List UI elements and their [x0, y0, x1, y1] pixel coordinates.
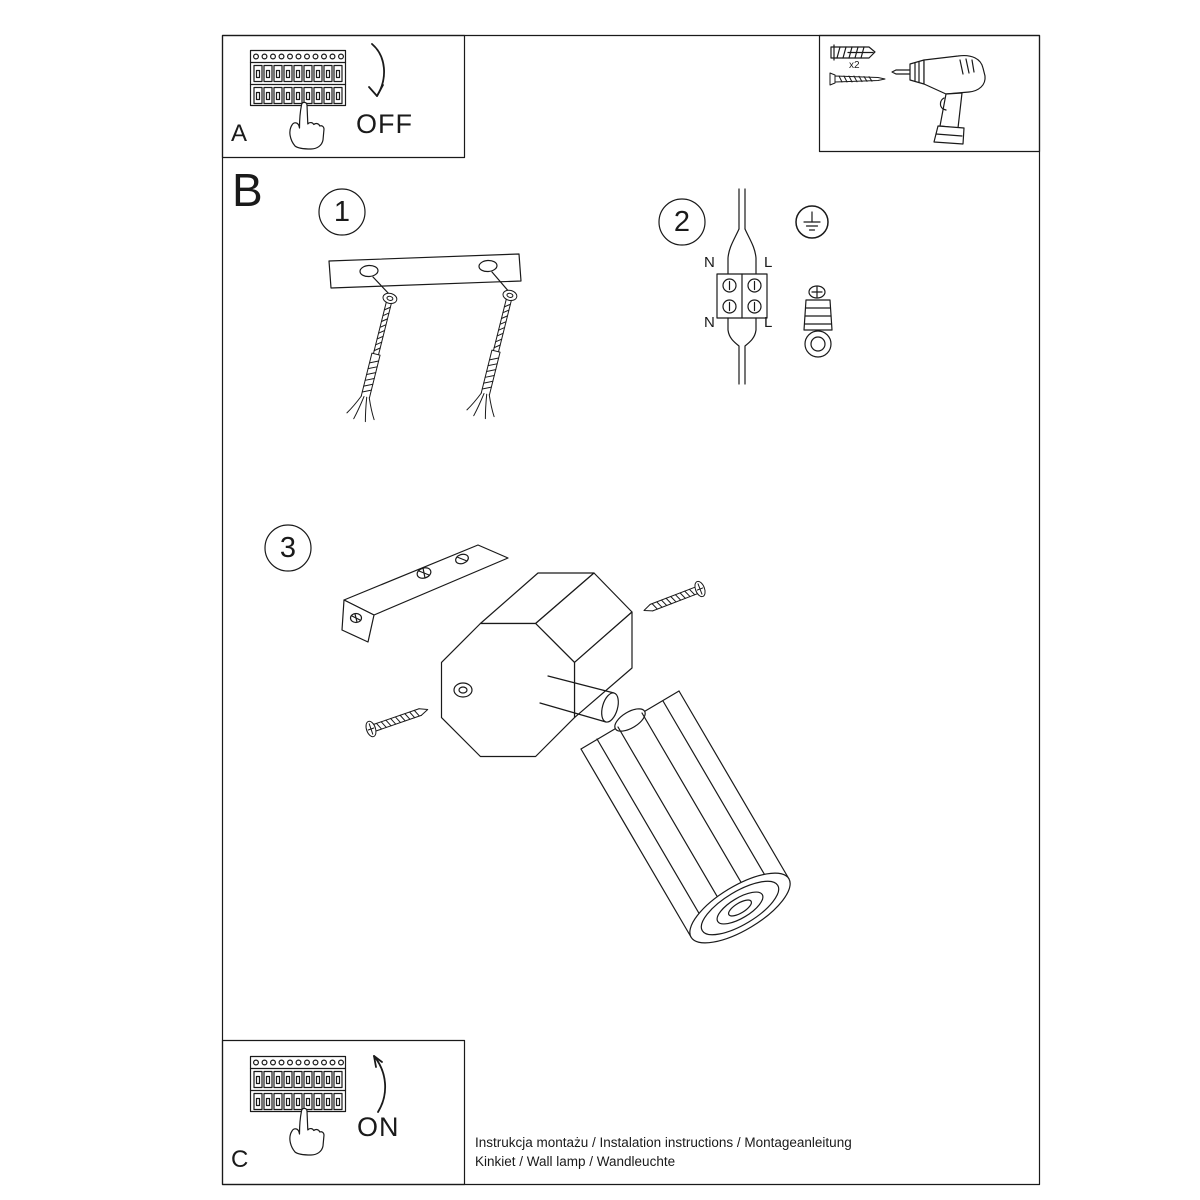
wire-n-label-top: N — [704, 254, 715, 271]
footer-instructions-line2: Kinkiet / Wall lamp / Wandleuchte — [475, 1154, 676, 1169]
lamp-arm — [539, 675, 619, 723]
anchor-quantity-label: x2 — [849, 60, 860, 71]
panel-a-box — [221, 34, 466, 159]
footer: Instrukcja montażu / Instalation instruc… — [475, 1133, 852, 1171]
ground-clamp-icon — [803, 285, 833, 358]
step-1-badge — [318, 188, 366, 236]
screw-icon — [829, 72, 886, 86]
panel-c-label: C — [231, 1146, 249, 1173]
lamp-shade — [580, 690, 791, 944]
step-2-badge — [658, 198, 706, 246]
power-on-label: ON — [357, 1112, 400, 1142]
wire-l-label-top: L — [764, 254, 773, 271]
panel-a-label: A — [231, 120, 248, 147]
main-border — [221, 34, 1041, 1186]
section-b-label: B — [232, 164, 263, 216]
arrow-up-icon — [373, 1055, 386, 1113]
drill-icon — [891, 54, 986, 145]
tools-box — [818, 34, 1041, 153]
pointing-hand-icon — [289, 1107, 325, 1156]
arrow-down-icon — [368, 43, 385, 97]
footer-instructions-line1: Instrukcja montażu / Instalation instruc… — [475, 1135, 852, 1150]
wire-n-label-bottom: N — [704, 314, 715, 331]
panel-c-box — [221, 1039, 466, 1186]
wiring-diagram — [716, 188, 768, 385]
step-1-number: 1 — [333, 196, 351, 228]
breaker-panel-icon — [251, 51, 346, 106]
power-off-label: OFF — [356, 109, 413, 139]
step-2-number: 2 — [673, 206, 691, 238]
step-3-number: 3 — [279, 532, 297, 564]
step-3-badge — [264, 524, 312, 572]
lamp-canopy — [440, 572, 633, 758]
wall-anchor-icon — [830, 44, 876, 61]
pointing-hand-icon — [289, 101, 325, 150]
ground-symbol-icon — [795, 205, 829, 239]
breaker-panel-icon — [251, 1057, 346, 1112]
screw-anchor-icon — [345, 286, 526, 425]
mounting-bar — [328, 253, 522, 296]
mounting-bracket — [341, 544, 509, 643]
wire-l-label-bottom: L — [764, 314, 773, 331]
